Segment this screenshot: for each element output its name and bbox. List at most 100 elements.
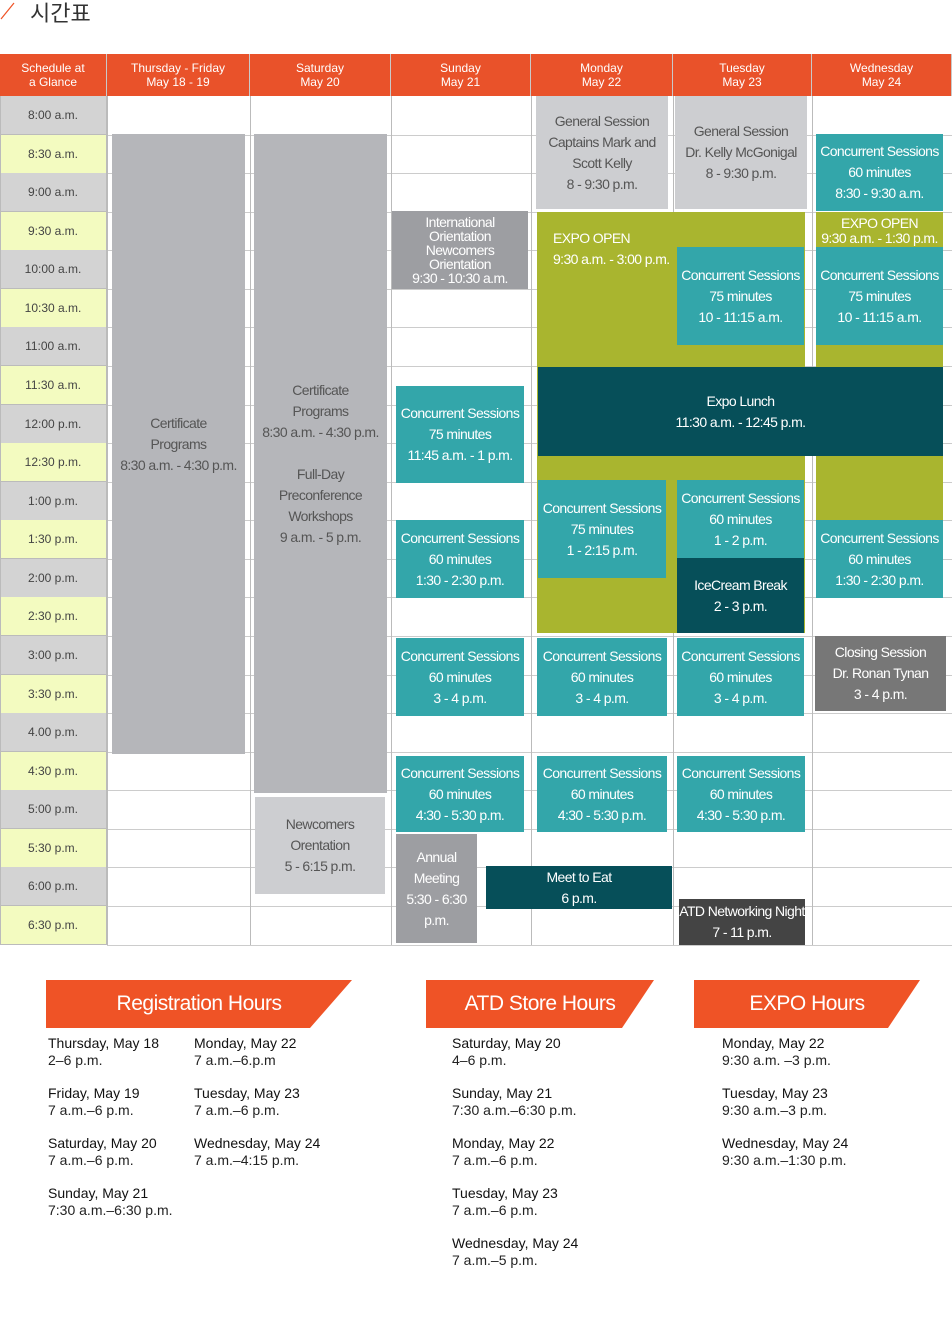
event-text: Closing Session <box>834 644 927 660</box>
time-slot-label: 5:00 p.m. <box>0 790 107 830</box>
column-divider <box>391 96 392 945</box>
column-divider <box>0 96 1 945</box>
header-line2: May 21 <box>440 75 481 89</box>
hours-day: Monday, May 22 <box>194 1035 297 1051</box>
event-text: 11:30 a.m. - 12:45 p.m. <box>675 413 807 430</box>
hours-time: 7 a.m.–6 p.m. <box>48 1152 134 1168</box>
time-slot-label: 8:00 a.m. <box>0 96 107 136</box>
event-text: Certificate <box>150 414 207 431</box>
time-slot-label: 2:00 p.m. <box>0 558 107 598</box>
event-text: 1:30 - 2:30 p.m. <box>415 571 505 588</box>
row-divider <box>107 635 952 637</box>
hours-day: Wednesday, May 24 <box>452 1235 579 1251</box>
row-divider <box>107 365 952 367</box>
hours-day: Monday, May 22 <box>452 1135 555 1151</box>
event-text: Concurrent Sessions <box>400 647 520 664</box>
event-text: Concurrent Sessions <box>681 647 800 664</box>
event-text: Programs <box>292 402 349 419</box>
event-text: 10 - 11:15 a.m. <box>837 308 922 325</box>
event-text: ATD Networking Night <box>679 903 805 919</box>
time-slot-label: 12:30 p.m. <box>0 443 107 483</box>
store-hours-banner: ATD Store Hours <box>426 980 654 1028</box>
row-divider <box>107 828 952 830</box>
header-line1: Tuesday <box>719 61 765 75</box>
event-text: 8:30 a.m. - 4:30 p.m. <box>120 456 237 473</box>
event-text: Preconference <box>278 486 363 503</box>
column-divider <box>107 96 108 945</box>
event-text: Captains Mark and <box>548 133 656 150</box>
event-text: International <box>425 214 495 230</box>
hours-day: Friday, May 19 <box>48 1085 140 1101</box>
event-text: Concurrent Sessions <box>542 499 662 516</box>
event-text: 9 a.m. - 5 p.m. <box>279 528 362 545</box>
hours-day: Tuesday, May 23 <box>722 1085 828 1101</box>
row-divider <box>107 481 952 483</box>
event-text: 6 p.m. <box>561 889 597 906</box>
event-text: 9:30 a.m. - 1:30 p.m. <box>821 230 938 246</box>
hours-time: 7 a.m.–4:15 p.m. <box>194 1152 300 1168</box>
event-text: Full-Day <box>296 465 345 482</box>
event-text: 60 minutes <box>709 785 773 802</box>
event-text: 9:30 - 10:30 a.m. <box>412 270 508 286</box>
event-text: Newcomers <box>285 816 355 832</box>
row-divider <box>107 173 952 175</box>
event-text: 8 - 9:30 p.m. <box>566 175 638 192</box>
hours-time: 7 a.m.–6 p.m. <box>194 1102 280 1118</box>
time-slot-label: 10:00 a.m. <box>0 250 107 290</box>
hours-day: Monday, May 22 <box>722 1035 825 1051</box>
row-divider <box>107 751 952 753</box>
hours-time: 7 a.m.–6.p.m <box>194 1052 276 1068</box>
time-slot-label: 11:30 a.m. <box>0 365 107 406</box>
event-text: 60 minutes <box>709 510 772 527</box>
event-text: 60 minutes <box>428 785 492 802</box>
event-text: 4:30 - 5:30 p.m. <box>696 806 786 823</box>
hours-time: 7:30 a.m.–6:30 p.m. <box>452 1102 577 1118</box>
time-slot-label: 1:00 p.m. <box>0 481 107 521</box>
event-text: 75 minutes <box>848 287 911 304</box>
header-line1: Monday <box>580 61 623 75</box>
event-networking[interactable]: ATD Networking Night 7 - 11 p.m. <box>679 899 805 945</box>
column-divider <box>531 96 532 945</box>
event-text: Certificate <box>292 381 349 398</box>
header-line2: May 20 <box>300 75 340 89</box>
header-line2: May 23 <box>722 75 762 89</box>
row-divider <box>107 674 952 676</box>
registration-hours-banner: Registration Hours <box>46 980 352 1028</box>
event-text: 7 - 11 p.m. <box>712 924 772 940</box>
event-text: Concurrent Sessions <box>820 529 939 546</box>
event-text: 1 - 2:15 p.m. <box>566 541 638 558</box>
